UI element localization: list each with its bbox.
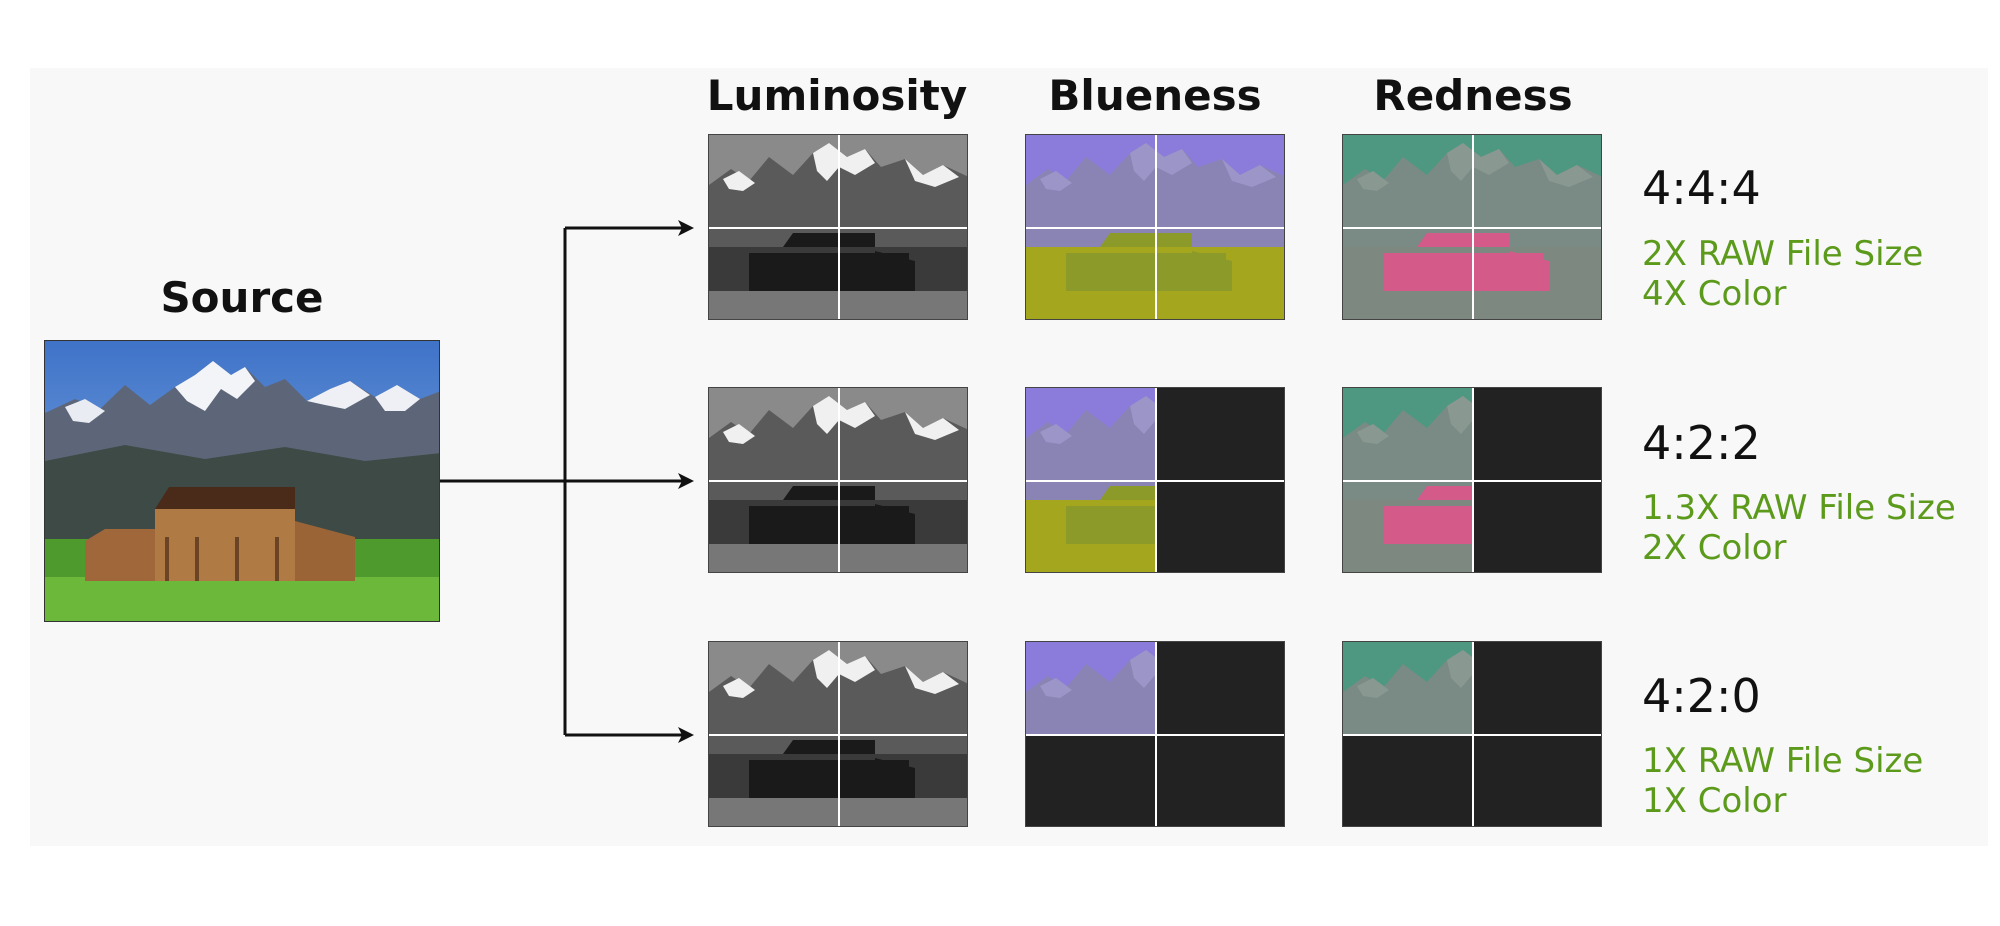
ratio-label-444: 4:4:4 — [1642, 161, 1761, 215]
source-heading: Source — [160, 273, 324, 322]
luminosity-thumbnail-420 — [708, 641, 968, 827]
color-amount-420: 1X Color — [1642, 781, 1787, 821]
redness-heading: Redness — [1373, 71, 1573, 120]
source-image — [44, 340, 440, 622]
ratio-label-422: 4:2:2 — [1642, 416, 1761, 470]
file-size-422: 1.3X RAW File Size — [1642, 488, 1956, 528]
file-size-420: 1X RAW File Size — [1642, 741, 1924, 781]
blueness-thumbnail-420 — [1025, 641, 1285, 827]
luminosity-thumbnail-444 — [708, 134, 968, 320]
blueness-thumbnail-444 — [1025, 134, 1285, 320]
redness-thumbnail-422 — [1342, 387, 1602, 573]
color-amount-422: 2X Color — [1642, 528, 1787, 568]
redness-thumbnail-420 — [1342, 641, 1602, 827]
color-amount-444: 4X Color — [1642, 274, 1787, 314]
redness-thumbnail-444 — [1342, 134, 1602, 320]
file-size-444: 2X RAW File Size — [1642, 234, 1924, 274]
blueness-heading: Blueness — [1048, 71, 1262, 120]
blueness-thumbnail-422 — [1025, 387, 1285, 573]
luminosity-heading: Luminosity — [706, 71, 968, 120]
ratio-label-420: 4:2:0 — [1642, 669, 1761, 723]
luminosity-thumbnail-422 — [708, 387, 968, 573]
